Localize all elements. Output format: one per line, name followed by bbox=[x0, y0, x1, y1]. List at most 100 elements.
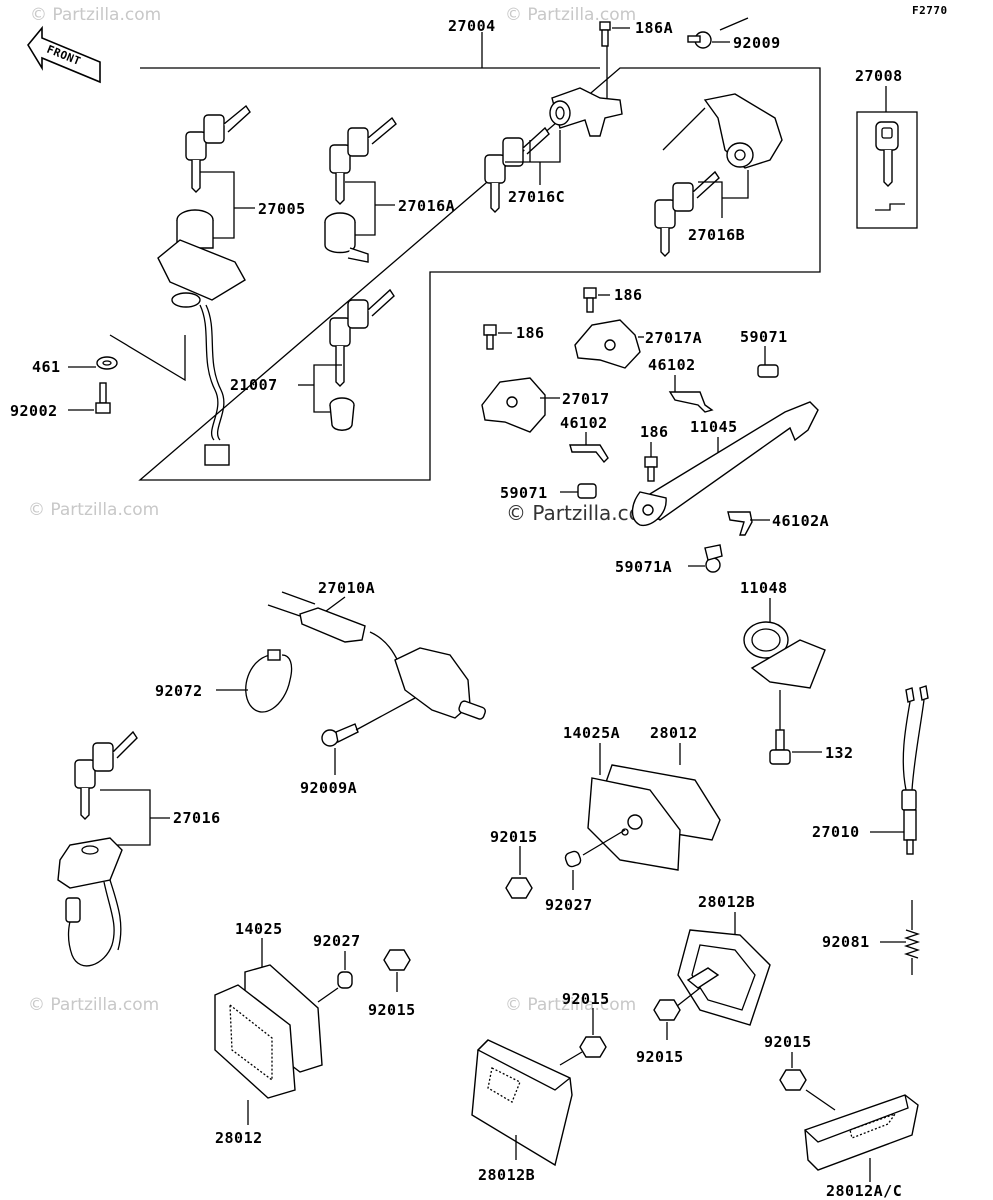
key-card bbox=[856, 111, 918, 229]
ignition-switch-icon bbox=[157, 209, 246, 466]
cable-tie-icon bbox=[245, 649, 293, 713]
label-27010: 27010 bbox=[812, 823, 860, 841]
label-28012: 28012 bbox=[215, 1129, 263, 1147]
label-92072: 92072 bbox=[155, 682, 203, 700]
label-92015: 92015 bbox=[562, 990, 610, 1008]
lock-bracket-icon bbox=[549, 87, 623, 137]
screw-icon bbox=[321, 723, 359, 747]
clip-icon bbox=[727, 511, 753, 536]
label-92015: 92015 bbox=[636, 1048, 684, 1066]
label-14025A: 14025A bbox=[563, 724, 620, 742]
clip-icon bbox=[577, 483, 597, 499]
nut-icon bbox=[505, 877, 533, 899]
watermark: © Partzilla.com bbox=[28, 995, 159, 1015]
clip-icon bbox=[757, 364, 779, 378]
label-59071: 59071 bbox=[740, 328, 788, 346]
key-pair-icon bbox=[654, 170, 720, 257]
label-14025: 14025 bbox=[235, 920, 283, 938]
nut-icon bbox=[653, 999, 681, 1021]
lock-cylinder-icon bbox=[329, 397, 355, 431]
nut-icon bbox=[779, 1069, 807, 1091]
label-28012B: 28012B bbox=[698, 893, 755, 911]
label-92015: 92015 bbox=[368, 1001, 416, 1019]
label-27017A: 27017A bbox=[645, 329, 702, 347]
lever-shaft-icon bbox=[631, 401, 819, 527]
lock-cylinder-icon bbox=[324, 212, 369, 263]
reflector-assembly-icon bbox=[587, 764, 721, 871]
bolt-icon bbox=[483, 324, 497, 350]
key-pair-icon bbox=[185, 104, 251, 193]
label-28012AC: 28012A/C bbox=[826, 1182, 902, 1200]
label-92081: 92081 bbox=[822, 933, 870, 951]
label-92027: 92027 bbox=[313, 932, 361, 950]
cable-lock-icon bbox=[57, 837, 123, 967]
label-59071A: 59071A bbox=[615, 558, 672, 576]
nut-icon bbox=[383, 949, 411, 971]
bolt-icon bbox=[769, 729, 791, 765]
reflector-icon bbox=[471, 1039, 573, 1167]
spacer-icon bbox=[337, 971, 353, 989]
label-186A: 186A bbox=[635, 19, 673, 37]
spacer-icon bbox=[564, 850, 582, 868]
label-46102A: 46102A bbox=[772, 512, 829, 530]
label-11045: 11045 bbox=[690, 418, 738, 436]
key-pair-icon bbox=[74, 730, 138, 820]
label-28012B: 28012B bbox=[478, 1166, 535, 1184]
label-186: 186 bbox=[516, 324, 545, 342]
label-186: 186 bbox=[614, 286, 643, 304]
front-arrow-icon: FRONT bbox=[27, 25, 101, 84]
label-27016B: 27016B bbox=[688, 226, 745, 244]
clip-icon bbox=[668, 391, 714, 413]
bolt-icon bbox=[95, 382, 111, 414]
label-132: 132 bbox=[825, 744, 854, 762]
figure-id: F2770 bbox=[912, 4, 948, 17]
reflector-icon bbox=[677, 929, 771, 1026]
watermark: © Partzilla.com bbox=[505, 995, 636, 1015]
label-186: 186 bbox=[640, 423, 669, 441]
label-27016: 27016 bbox=[173, 809, 221, 827]
clamp-bracket-icon bbox=[574, 319, 641, 369]
clamp-bracket-icon bbox=[481, 377, 546, 433]
lock-housing-icon bbox=[703, 93, 783, 169]
spring-icon bbox=[903, 900, 921, 975]
label-27016A: 27016A bbox=[398, 197, 455, 215]
label-92027: 92027 bbox=[545, 896, 593, 914]
washer-icon bbox=[96, 356, 118, 370]
reflector-icon bbox=[804, 1094, 919, 1171]
screw-icon bbox=[687, 31, 712, 49]
label-92002: 92002 bbox=[10, 402, 58, 420]
label-46102: 46102 bbox=[560, 414, 608, 432]
label-27004: 27004 bbox=[448, 17, 496, 35]
watermark: © Partzilla.com bbox=[30, 5, 161, 25]
label-28012: 28012 bbox=[650, 724, 698, 742]
sensor-harness-icon bbox=[901, 685, 929, 855]
key-icon bbox=[875, 121, 905, 211]
label-27005: 27005 bbox=[258, 200, 306, 218]
label-46102: 46102 bbox=[648, 356, 696, 374]
label-92009A: 92009A bbox=[300, 779, 357, 797]
bolt-icon bbox=[599, 21, 611, 47]
label-27008: 27008 bbox=[855, 67, 903, 85]
clip-icon bbox=[569, 444, 609, 464]
label-27016C: 27016C bbox=[508, 188, 565, 206]
key-pair-icon bbox=[329, 288, 395, 387]
mount-bracket-icon bbox=[743, 621, 826, 689]
watermark: © Partzilla.com bbox=[28, 500, 159, 520]
watermark: © Partzilla.com bbox=[505, 5, 636, 25]
bolt-icon bbox=[644, 456, 658, 482]
label-461: 461 bbox=[32, 358, 61, 376]
label-27010A: 27010A bbox=[318, 579, 375, 597]
assembly-frame bbox=[138, 67, 821, 481]
bolt-icon bbox=[583, 287, 597, 313]
clip-icon bbox=[704, 544, 723, 573]
key-pair-icon bbox=[329, 116, 397, 205]
switch-harness-icon bbox=[267, 591, 487, 720]
reflector-assembly-icon bbox=[214, 964, 323, 1099]
nut-icon bbox=[579, 1036, 607, 1058]
label-21007: 21007 bbox=[230, 376, 278, 394]
label-11048: 11048 bbox=[740, 579, 788, 597]
label-27017: 27017 bbox=[562, 390, 610, 408]
label-92015: 92015 bbox=[764, 1033, 812, 1051]
label-92009: 92009 bbox=[733, 34, 781, 52]
